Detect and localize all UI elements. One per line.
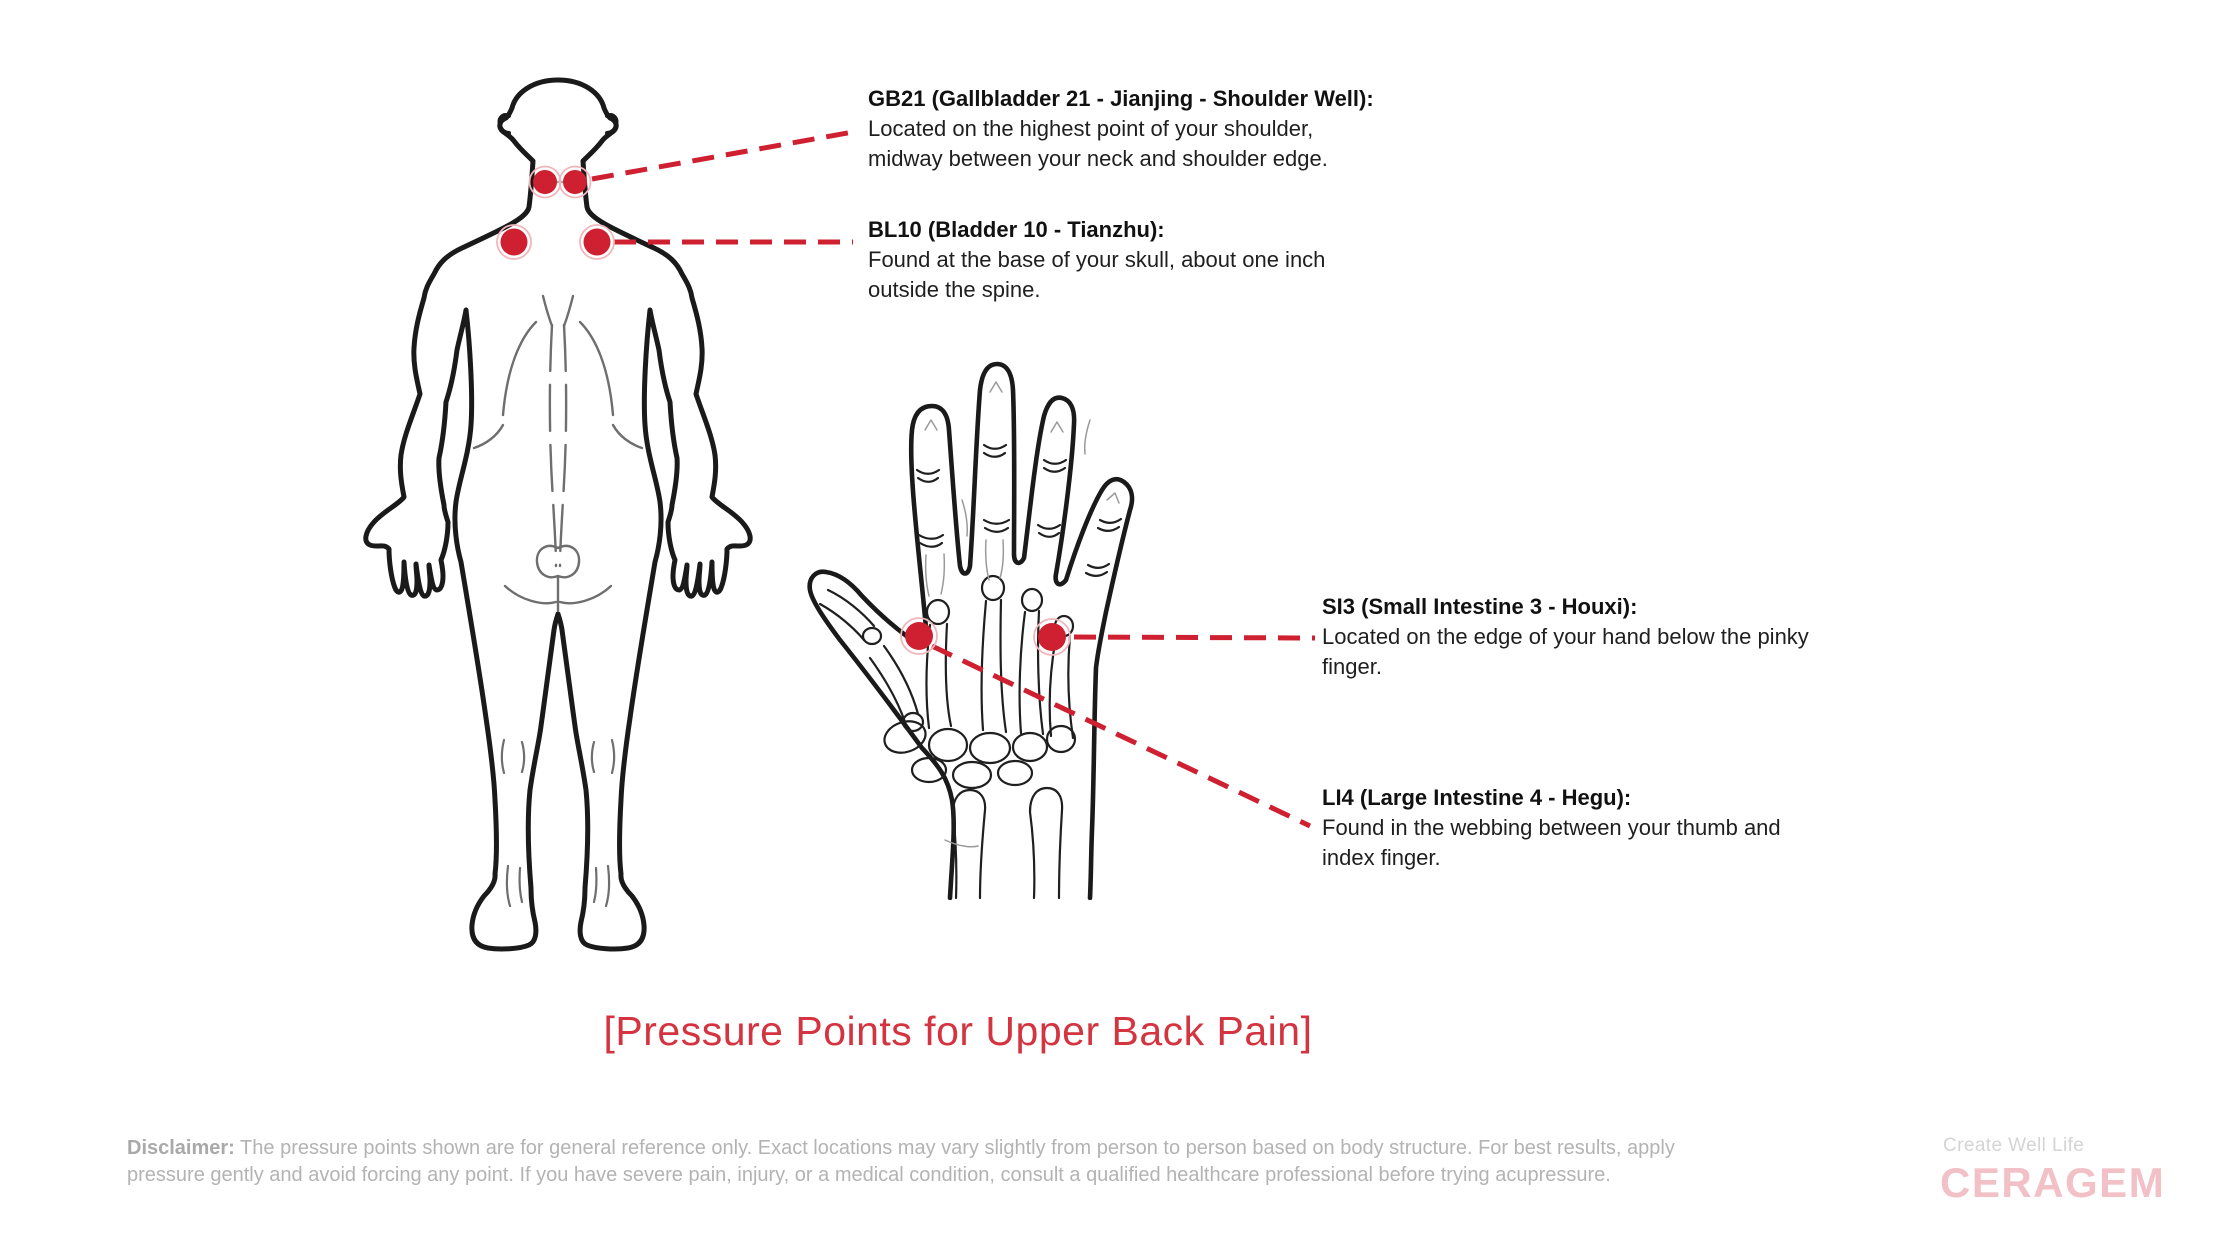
- annotation-si3-line1: Located on the edge of your hand below t…: [1322, 624, 1809, 649]
- annotation-gb21-line2: midway between your neck and shoulder ed…: [868, 146, 1328, 171]
- disclaimer-label: Disclaimer:: [127, 1137, 235, 1159]
- body-outline: [363, 77, 750, 949]
- brand-logo: Create Well Life CERAGEM: [1940, 1135, 2165, 1207]
- annotation-bl10-line1: Found at the base of your skull, about o…: [868, 247, 1326, 272]
- disclaimer-text1: The pressure points shown are for genera…: [240, 1137, 1675, 1159]
- annotation-si3: SI3 (Small Intestine 3 - Houxi): Located…: [1322, 592, 1809, 682]
- annotation-gb21-line1: Located on the highest point of your sho…: [868, 116, 1314, 141]
- annotation-bl10: BL10 (Bladder 10 - Tianzhu): Found at th…: [868, 215, 1325, 305]
- annotation-si3-line2: finger.: [1322, 654, 1382, 679]
- glute-crease: [535, 544, 581, 613]
- annotation-bl10-line2: outside the spine.: [868, 277, 1041, 302]
- hand-skeleton-diagram: [807, 361, 1135, 900]
- annotation-li4-line2: index finger.: [1322, 845, 1441, 870]
- disclaimer-line1: Disclaimer: The pressure points shown ar…: [127, 1135, 1675, 1162]
- disclaimer-line2: pressure gently and avoid forcing any po…: [127, 1164, 1611, 1186]
- disclaimer: Disclaimer: The pressure points shown ar…: [127, 1135, 1675, 1189]
- hand-bone-details: [924, 381, 1120, 848]
- annotation-li4: LI4 (Large Intestine 4 - Hegu): Found in…: [1322, 783, 1781, 873]
- page-title: [Pressure Points for Upper Back Pain]: [603, 1008, 1313, 1054]
- body-back-diagram: [363, 77, 770, 980]
- logo-tagline: Create Well Life: [1943, 1135, 2085, 1156]
- ceragem-logo: CERAGEM: [1940, 1159, 2166, 1206]
- annotation-bl10-title: BL10 (Bladder 10 - Tianzhu):: [868, 217, 1165, 242]
- annotation-si3-title: SI3 (Small Intestine 3 - Houxi):: [1322, 594, 1638, 619]
- annotation-li4-title: LI4 (Large Intestine 4 - Hegu):: [1322, 785, 1632, 810]
- annotation-gb21: GB21 (Gallbladder 21 - Jianjing - Should…: [868, 84, 1374, 174]
- annotation-li4-line1: Found in the webbing between your thumb …: [1322, 815, 1781, 840]
- annotation-gb21-title: GB21 (Gallbladder 21 - Jianjing - Should…: [868, 86, 1374, 111]
- hand-outline: [807, 361, 1135, 900]
